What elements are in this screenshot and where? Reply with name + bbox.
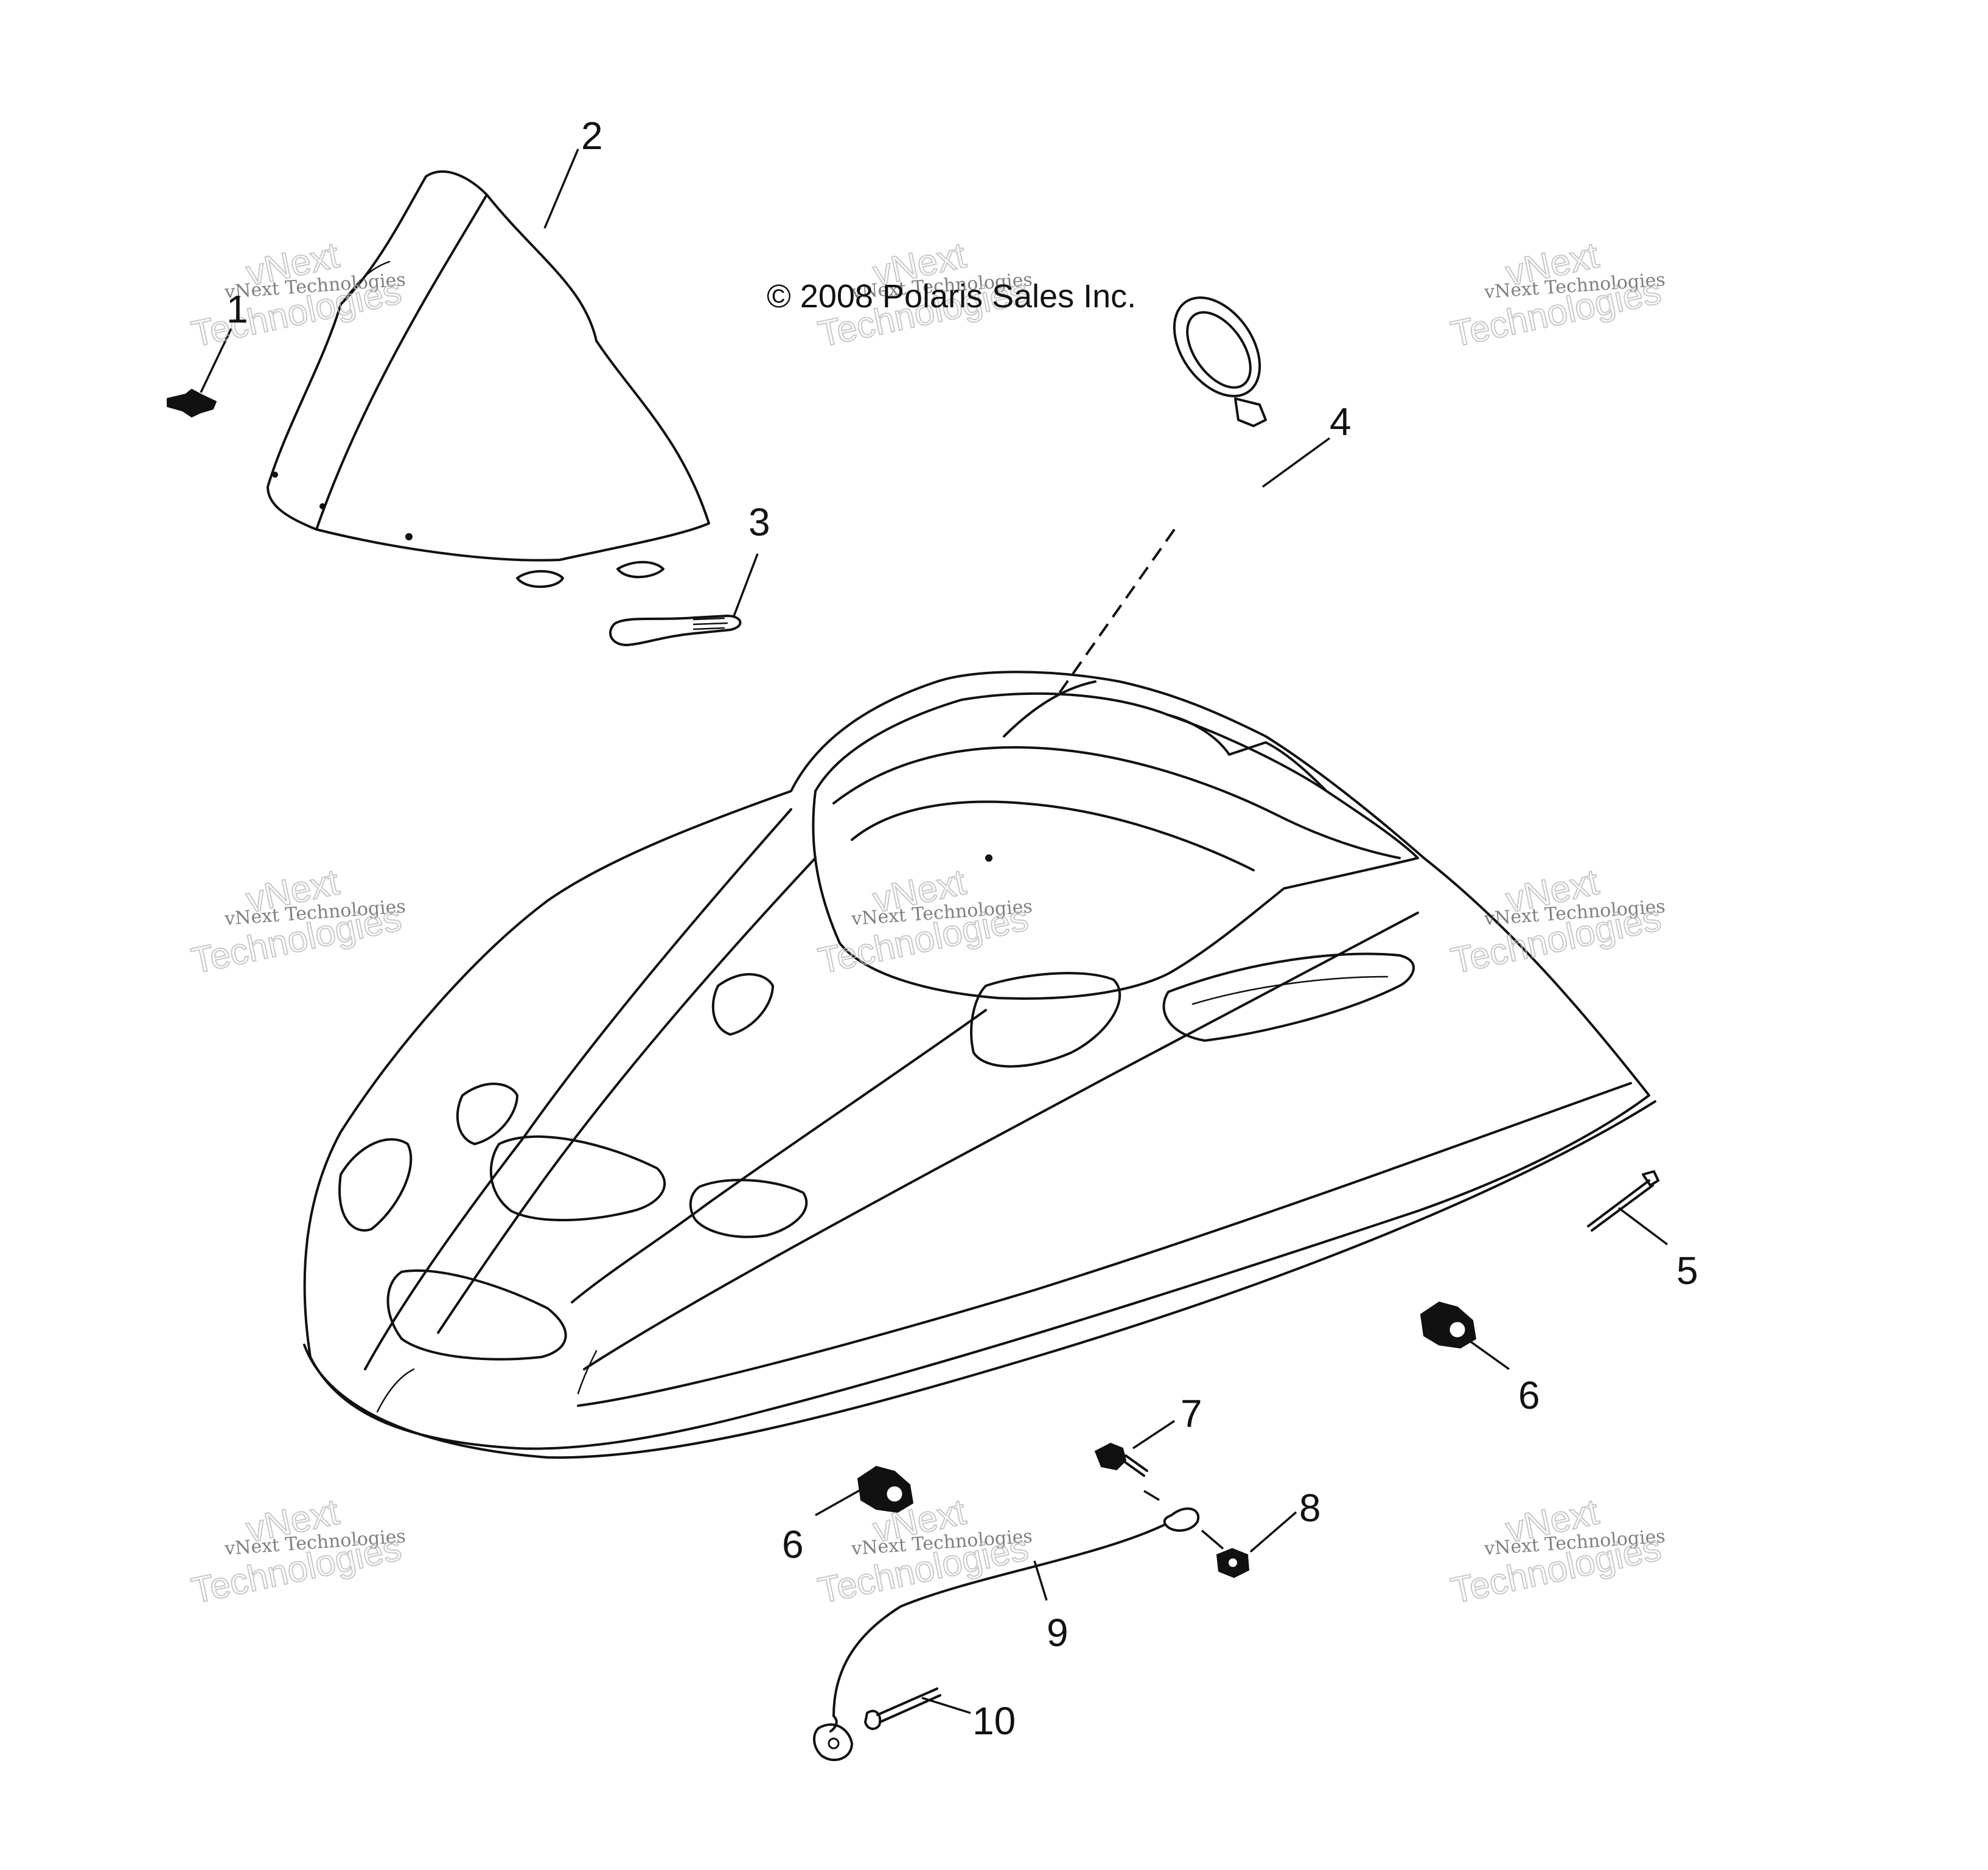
callout-8: 8 bbox=[1299, 1486, 1321, 1530]
windshield-part bbox=[267, 170, 710, 588]
watermark-bottom-center: vNext vNext Technologies Technologies bbox=[814, 1490, 1033, 1611]
watermark-middle-left: vNext vNext Technologies Technologies bbox=[187, 860, 406, 982]
clip-part-left bbox=[857, 1465, 914, 1513]
assembly-guide-line bbox=[1058, 528, 1176, 695]
watermark-group: vNext vNext Technologies Technologies vN… bbox=[187, 234, 1666, 1611]
strap-part bbox=[609, 615, 742, 646]
watermark-top-center: vNext vNext Technologies Technologies bbox=[814, 234, 1033, 355]
rivet-part bbox=[864, 1687, 941, 1730]
bolt-part bbox=[1094, 1442, 1148, 1477]
watermark-middle-right: vNext vNext Technologies Technologies bbox=[1447, 860, 1666, 982]
callout-5: 5 bbox=[1676, 1249, 1698, 1293]
callout-leaders bbox=[200, 148, 1669, 1714]
callout-10: 10 bbox=[972, 1699, 1016, 1743]
callout-2: 2 bbox=[581, 114, 603, 158]
callout-6-left: 6 bbox=[782, 1523, 804, 1566]
clip-part-right bbox=[1420, 1301, 1477, 1349]
callout-1: 1 bbox=[226, 287, 248, 331]
gauge-ring-part bbox=[1173, 296, 1267, 427]
hood-part bbox=[303, 671, 1656, 1459]
watermark-bottom-left: vNext vNext Technologies Technologies bbox=[187, 1490, 406, 1611]
tether-cable-part bbox=[813, 1507, 1200, 1762]
callout-3: 3 bbox=[748, 500, 770, 544]
callout-4: 4 bbox=[1330, 400, 1351, 444]
nut-part bbox=[1216, 1547, 1250, 1579]
watermark-top-left: vNext vNext Technologies Technologies bbox=[187, 234, 406, 355]
screw-part bbox=[167, 388, 217, 418]
watermark-middle-center: vNext vNext Technologies Technologies bbox=[814, 860, 1033, 982]
watermark-bottom-right: vNext vNext Technologies Technologies bbox=[1447, 1490, 1666, 1611]
callout-9: 9 bbox=[1047, 1611, 1069, 1655]
watermark-top-right: vNext vNext Technologies Technologies bbox=[1447, 234, 1666, 355]
copyright-notice: © 2008 Polaris Sales Inc. bbox=[767, 278, 1136, 315]
callout-6-right: 6 bbox=[1518, 1373, 1540, 1417]
pin-part bbox=[1587, 1170, 1659, 1232]
callout-7: 7 bbox=[1181, 1392, 1202, 1436]
